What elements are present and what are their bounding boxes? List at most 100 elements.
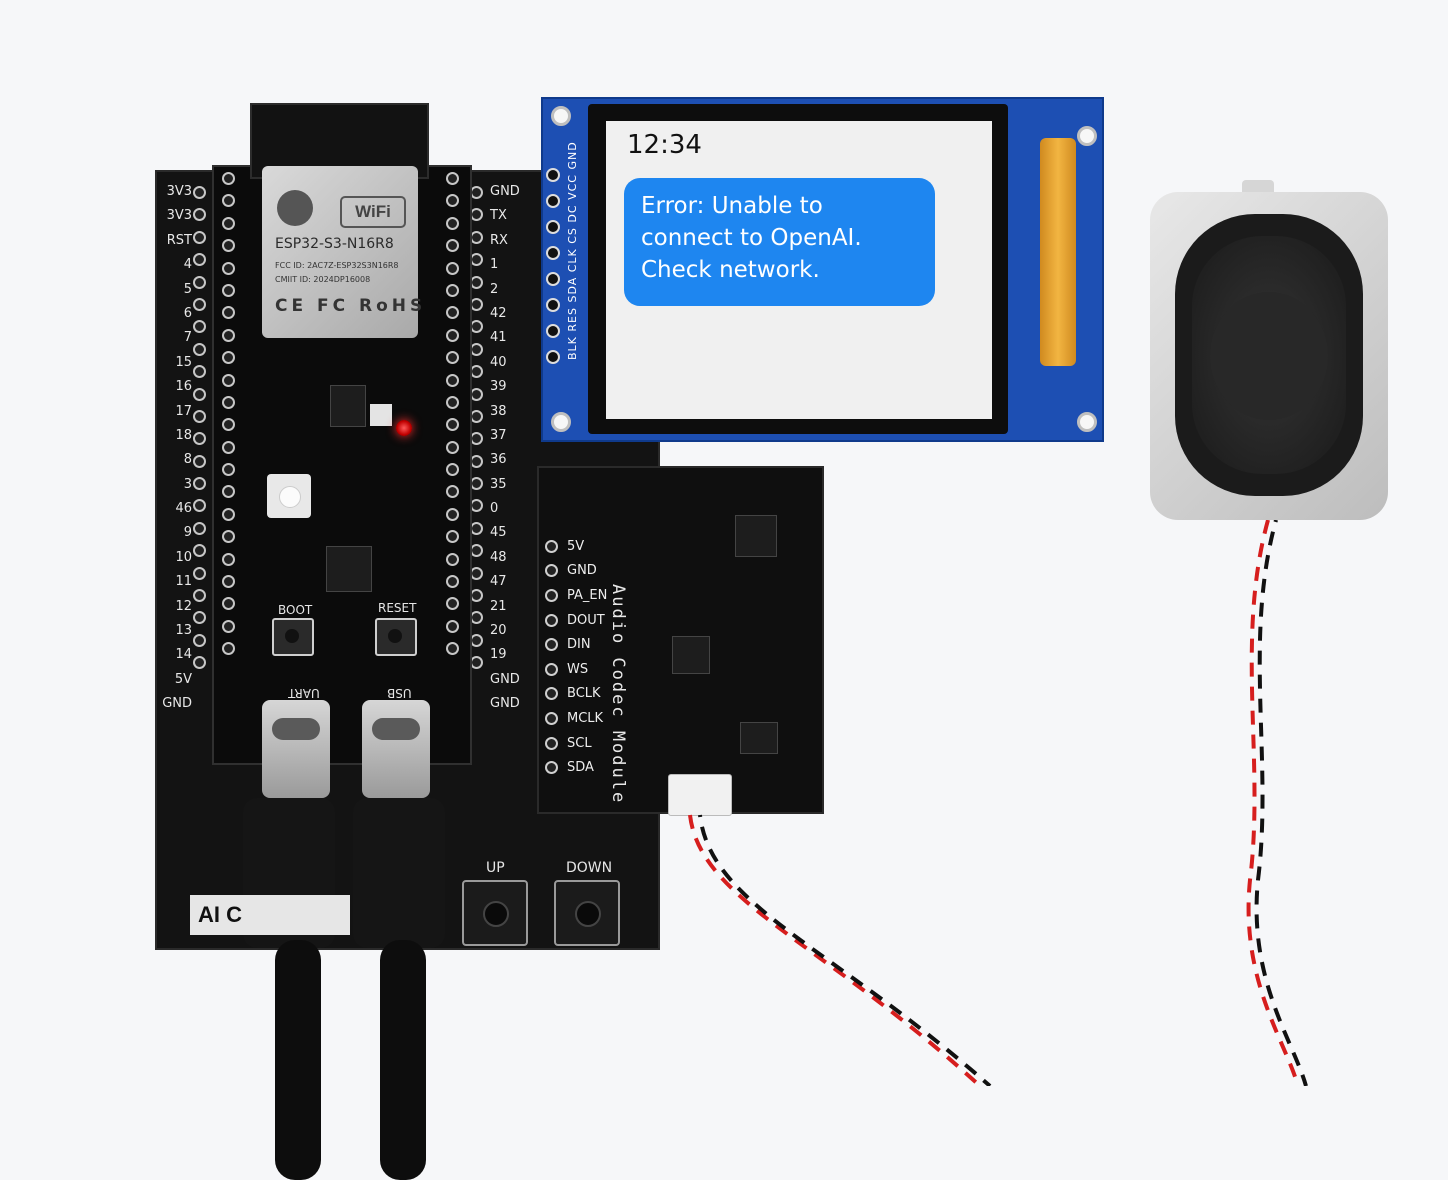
cert-marks: CE FC RoHS <box>275 296 427 316</box>
up-button[interactable] <box>462 880 528 946</box>
pin-hole <box>446 575 459 589</box>
pin-label: 45 <box>490 525 507 541</box>
reset-label: RESET <box>378 601 417 615</box>
pin-hole <box>193 365 206 379</box>
codec-pin: 5V <box>545 534 607 559</box>
pin-label: 20 <box>490 623 507 639</box>
pin-hole <box>446 507 459 521</box>
pin-label: 7 <box>183 330 192 346</box>
pin-label: 17 <box>175 403 192 419</box>
codec-pin: WS <box>545 657 607 682</box>
codec-pin-label: SCL <box>567 735 592 751</box>
esp-left-pins <box>222 172 236 665</box>
pin-hole <box>222 194 235 208</box>
pin-hole <box>446 351 459 365</box>
codec-pin: SCL <box>545 731 607 756</box>
display-pin <box>546 272 560 286</box>
boot-label: BOOT <box>278 603 313 617</box>
message-bubble <box>624 178 935 306</box>
esp-right-pins <box>446 172 460 665</box>
rgb-led <box>267 474 311 518</box>
pin-hole <box>446 642 459 656</box>
pin-hole <box>545 761 558 775</box>
fcc-id: FCC ID: 2AC7Z-ESP32S3N16R8 <box>275 261 399 270</box>
pin-hole <box>222 619 235 633</box>
pin-hole <box>222 530 235 544</box>
pin-hole <box>222 575 235 589</box>
usb-c-port-uart[interactable] <box>262 700 330 798</box>
small-chip <box>740 722 778 754</box>
codec-pin: DOUT <box>545 608 607 633</box>
pin-hole <box>193 208 206 222</box>
pin-label: GND <box>490 696 520 712</box>
regulator-chip <box>330 385 366 427</box>
pin-hole <box>545 736 558 750</box>
pin-hole <box>446 619 459 633</box>
codec-pin-label: DIN <box>567 637 591 653</box>
codec-pin: SDA <box>545 755 607 780</box>
speaker-wires <box>688 519 1308 1086</box>
pin-label: 39 <box>490 379 507 395</box>
reset-button[interactable] <box>375 618 417 656</box>
pin-hole <box>222 239 235 253</box>
pin-label: 3 <box>183 476 192 492</box>
left-header-holes <box>193 186 207 679</box>
pin-hole <box>193 342 206 356</box>
codec-pin: GND <box>545 559 607 584</box>
up-label: UP <box>486 860 505 876</box>
usb-c-port-usb[interactable] <box>362 700 430 798</box>
codec-pin-label: GND <box>567 563 597 579</box>
pin-hole <box>446 328 459 342</box>
codec-pin-label: BCLK <box>567 686 601 702</box>
codec-chip <box>735 515 777 557</box>
pin-hole <box>222 642 235 656</box>
pin-label: 37 <box>490 427 507 443</box>
pin-label: 9 <box>183 525 192 541</box>
display-pin <box>546 220 560 234</box>
pin-label: 8 <box>183 452 192 468</box>
display-pin <box>546 298 560 312</box>
pin-hole <box>545 711 558 725</box>
codec-pin-label: 5V <box>567 538 585 554</box>
pin-hole <box>545 539 558 553</box>
pin-hole <box>222 552 235 566</box>
codec-pin: BCLK <box>545 682 607 707</box>
pin-hole <box>193 253 206 267</box>
pin-hole <box>545 687 558 701</box>
codec-pin-label: MCLK <box>567 710 604 726</box>
pin-hole <box>446 283 459 297</box>
pin-hole <box>193 186 206 199</box>
pin-label: RX <box>490 232 508 248</box>
boot-button[interactable] <box>272 618 314 656</box>
pin-label: 11 <box>175 574 192 590</box>
pin-label: 12 <box>175 598 192 614</box>
pin-label: 47 <box>490 574 507 590</box>
pin-label: GND <box>490 671 520 687</box>
pin-label: 18 <box>175 427 192 443</box>
espressif-logo-icon <box>277 190 313 226</box>
down-button[interactable] <box>554 880 620 946</box>
display-pin <box>546 246 560 260</box>
pin-label: 2 <box>490 281 499 297</box>
display-header-pins <box>546 168 560 376</box>
error-line-3: Check network. <box>641 257 820 283</box>
display-pin <box>546 350 560 364</box>
pin-label: 3V3 <box>166 208 192 224</box>
pin-label: 19 <box>490 647 507 663</box>
pin-label: 35 <box>490 476 507 492</box>
pin-hole <box>222 418 235 432</box>
error-message: Error: Unable to connect to OpenAI. Chec… <box>641 190 931 286</box>
pin-hole <box>193 409 206 423</box>
pin-hole <box>222 507 235 521</box>
flex-cable <box>1040 138 1076 366</box>
pin-hole <box>193 521 206 535</box>
pin-hole <box>222 172 235 185</box>
pin-label: 42 <box>490 305 507 321</box>
codec-pin: DIN <box>545 632 607 657</box>
pin-hole <box>222 463 235 477</box>
pin-label: 1 <box>490 257 499 273</box>
speaker-connector[interactable] <box>668 774 732 816</box>
error-line-2: connect to OpenAI. <box>641 225 862 251</box>
pin-hole <box>193 432 206 446</box>
